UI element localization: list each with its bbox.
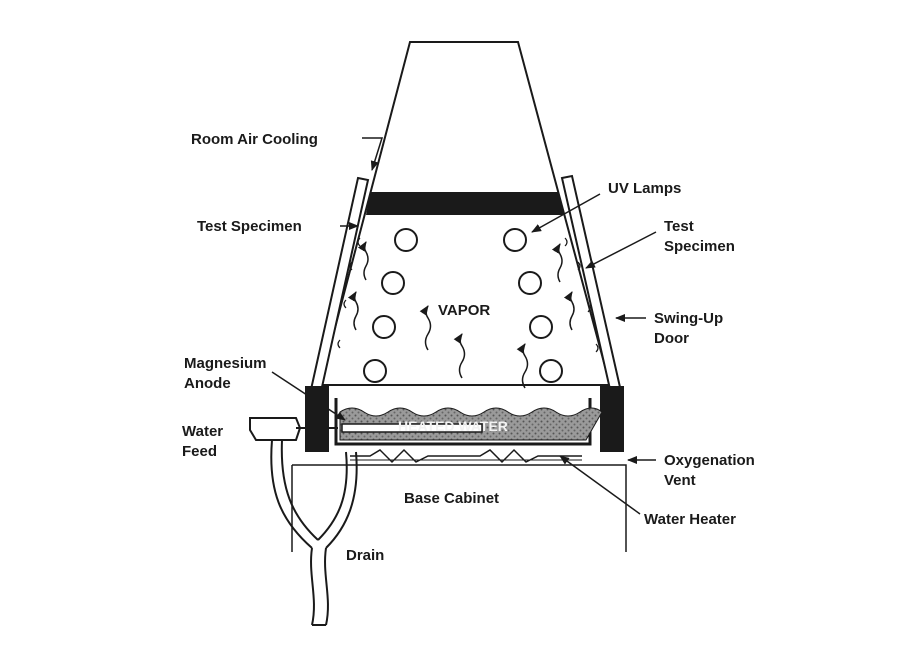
uv-lamp <box>529 315 553 339</box>
uv-lamp <box>381 271 405 295</box>
water-feed-nozzle <box>249 417 302 441</box>
label-drain: Drain <box>346 547 384 564</box>
leader-arrows <box>271 137 657 515</box>
uv-lamp <box>518 271 542 295</box>
label-oxygenation-vent-1: Oxygenation <box>664 452 755 469</box>
label-vapor: VAPOR <box>438 302 490 319</box>
magnesium-anode <box>341 423 483 433</box>
label-heated-water: HEATED WATER <box>398 418 508 434</box>
base-cabinet <box>291 464 627 552</box>
label-water-heater: Water Heater <box>644 511 736 528</box>
label-water-feed-1: Water <box>182 423 223 440</box>
arrow-uv-lamps <box>531 193 601 233</box>
top-band <box>366 192 564 215</box>
arrow-test-specimen-right <box>585 231 657 269</box>
label-base-cabinet: Base Cabinet <box>404 490 499 507</box>
uv-lamp <box>363 359 387 383</box>
uv-lamp <box>503 228 527 252</box>
uv-lamp <box>394 228 418 252</box>
arrow-magnesium-anode <box>271 371 346 421</box>
label-test-specimen-left: Test Specimen <box>197 218 302 235</box>
label-oxygenation-vent-2: Vent <box>664 472 696 489</box>
label-swing-up-door-2: Door <box>654 330 689 347</box>
condensation-marks <box>337 237 599 353</box>
label-swing-up-door-1: Swing-Up <box>654 310 723 327</box>
label-test-specimen-right-1: Test <box>664 218 694 235</box>
arrow-water-heater <box>559 455 641 515</box>
uv-lamps <box>363 228 563 383</box>
label-test-specimen-right-2: Specimen <box>664 238 735 255</box>
label-room-air-cooling: Room Air Cooling <box>191 131 318 148</box>
arrow-room-air-cooling <box>362 137 384 171</box>
label-uv-lamps: UV Lamps <box>608 180 681 197</box>
drain-tubes <box>270 439 358 626</box>
label-water-feed-2: Feed <box>182 443 217 460</box>
label-magnesium-anode-2: Anode <box>184 375 231 392</box>
uv-lamp <box>539 359 563 383</box>
right-post <box>600 386 624 452</box>
vapor-arrows <box>347 241 575 389</box>
label-magnesium-anode-1: Magnesium <box>184 355 267 372</box>
uv-lamp <box>372 315 396 339</box>
